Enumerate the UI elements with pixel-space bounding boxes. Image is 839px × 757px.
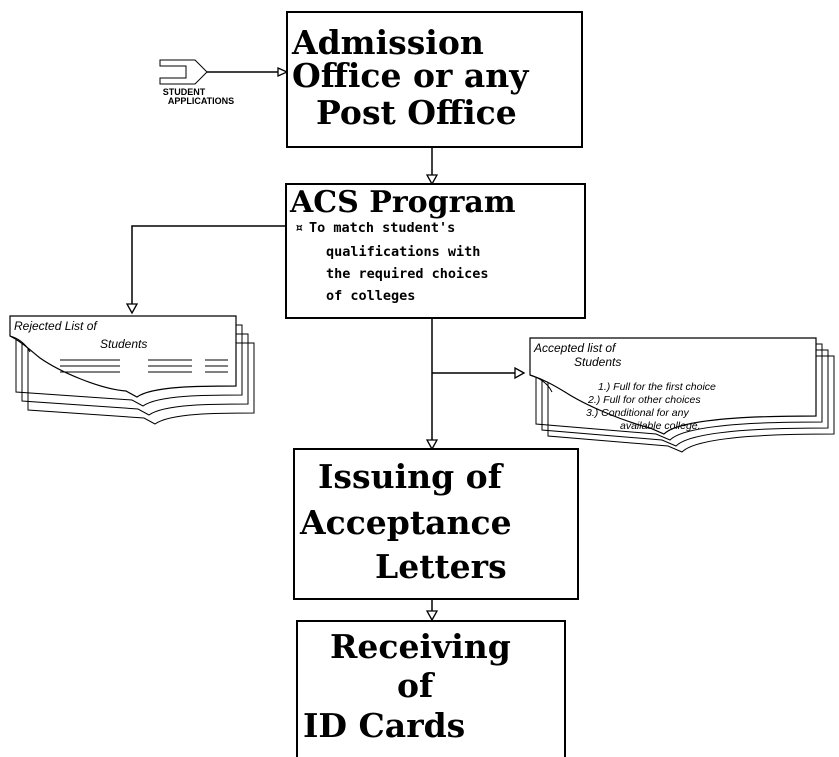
- issuing-letters-rect: [293, 448, 579, 600]
- accepted-title-line1: Accepted list of: [533, 341, 617, 355]
- issuing-line2: Acceptance: [299, 503, 512, 542]
- rejected-title-line1: Rejected List of: [14, 319, 98, 333]
- accepted-item-1: 1.) Full for the first choice: [598, 381, 716, 393]
- receiving-line1: Receiving: [330, 627, 511, 666]
- receiving-id-cards-rect: [296, 620, 566, 757]
- receiving-id-cards-box: Receiving of ID Cards: [296, 620, 566, 757]
- accepted-page-back1: [535, 343, 823, 441]
- acs-bullet: ¤: [295, 220, 303, 236]
- accepted-page-curl: [529, 374, 553, 393]
- accepted-item-3: 3.) Conditional for any: [586, 407, 689, 419]
- acs-line2: qualifications with: [326, 244, 480, 260]
- rejected-page-back2: [21, 333, 249, 416]
- admission-line1: Admission: [291, 23, 484, 62]
- branch-to-accepted-arrowhead: [514, 366, 526, 380]
- acs-program-rect: [285, 183, 586, 319]
- issuing-to-receiving-arrowhead: [425, 610, 439, 622]
- accepted-page-back2: [541, 349, 829, 447]
- rejected-title-line2: Students: [100, 337, 147, 351]
- acs-to-rejected-line: [131, 225, 286, 305]
- admission-line2: Office or any: [292, 56, 529, 95]
- acs-program-box: ACS Program ¤ To match student's qualifi…: [285, 183, 586, 319]
- admission-to-acs-arrowhead: [425, 174, 439, 186]
- source-arrowhead: [277, 66, 289, 78]
- receiving-line3: ID Cards: [303, 706, 465, 745]
- rejected-page-curl: [9, 335, 31, 353]
- accepted-page-back3: [547, 355, 835, 453]
- admission-line3: Post Office: [316, 93, 517, 132]
- rejected-page-back1: [15, 324, 243, 407]
- source-label-line1: STUDENT: [163, 87, 206, 97]
- acs-to-issuing-arrowhead: [425, 439, 439, 451]
- accepted-item-2: 2.) Full for other choices: [587, 394, 701, 406]
- acs-line4: of colleges: [326, 288, 415, 304]
- acs-to-rejected-arrowhead: [125, 303, 139, 315]
- receiving-line2: of: [397, 666, 435, 705]
- source-connector-symbol: [159, 59, 208, 85]
- student-applications-source: STUDENT APPLICATIONS: [159, 59, 289, 106]
- accepted-item-4: available college.: [620, 420, 701, 432]
- acs-title: ACS Program: [289, 185, 516, 220]
- accepted-page-front: [529, 337, 817, 435]
- rejected-page-back3: [27, 342, 255, 425]
- acs-line3: the required choices: [326, 266, 489, 282]
- issuing-letters-box: Issuing of Acceptance Letters: [293, 448, 579, 600]
- accepted-title-line2: Students: [574, 355, 621, 369]
- admission-office-box: Admission Office or any Post Office: [286, 11, 583, 148]
- admission-office-rect: [286, 11, 583, 148]
- issuing-line3: Letters: [375, 547, 507, 586]
- accepted-list-document: Accepted list of Students 1.) Full for t…: [529, 337, 835, 453]
- issuing-line1: Issuing of: [318, 457, 504, 496]
- source-label-line2: APPLICATIONS: [168, 96, 234, 106]
- rejected-list-document: Rejected List of Students: [9, 315, 255, 425]
- acs-line1: To match student's: [309, 220, 455, 236]
